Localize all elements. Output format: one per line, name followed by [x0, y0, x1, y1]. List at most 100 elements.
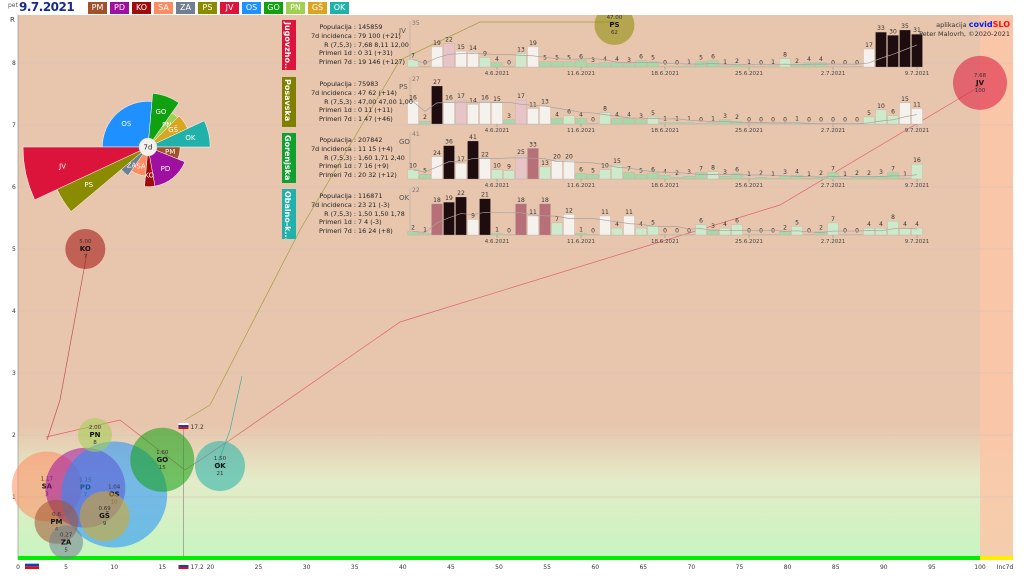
bar [707, 229, 719, 236]
pie-slice-ok[interactable] [147, 120, 211, 148]
bar [659, 175, 671, 180]
region-tab[interactable]: Gorenjska [282, 133, 296, 183]
legend-button-pn[interactable]: PN [286, 2, 305, 14]
legend-button-gs[interactable]: GŠ [308, 2, 327, 14]
bar [803, 234, 815, 236]
stat-label: Primeri 1d : [318, 162, 356, 171]
bubble-inc-value: 15 [159, 465, 166, 471]
x-tick-label: 85 [832, 564, 840, 571]
bubble-circle[interactable] [79, 491, 130, 542]
bar [743, 234, 755, 236]
pie-slice-ko[interactable] [144, 146, 156, 187]
bar-value-label: 4 [627, 111, 631, 118]
bubble-circle[interactable] [953, 55, 1007, 110]
bar [839, 234, 851, 236]
x-tick-label: 90 [880, 564, 888, 571]
bar-value-label: 10 [877, 103, 885, 110]
bar [599, 62, 611, 68]
stat-value: 0 31 (+31) [358, 49, 393, 58]
bar [587, 174, 599, 180]
legend-button-za[interactable]: ZA [176, 2, 195, 14]
bar [743, 123, 755, 125]
bar [539, 203, 551, 236]
bar-region-label: JV [398, 27, 406, 35]
date-label: 11.6.2021 [567, 183, 595, 189]
bar [695, 172, 707, 180]
bar [875, 227, 887, 236]
legend-button-ko[interactable]: KO [132, 2, 151, 14]
bar-value-label: 4 [915, 221, 919, 228]
bar-value-label: 1 [771, 171, 775, 178]
y-tick-label: 3 [12, 370, 16, 377]
bubble-r-value: 1.60 [156, 450, 169, 456]
bar-value-label: 20 [565, 153, 573, 160]
pie-slice-label: OK [185, 134, 196, 142]
bar-value-label: 7 [555, 216, 559, 223]
bubble-circle[interactable] [65, 229, 106, 269]
legend-button-go[interactable]: GO [264, 2, 283, 14]
legend-button-sa[interactable]: SA [154, 2, 173, 14]
bubble-region-label: KO [80, 245, 91, 253]
pie-slice-jv[interactable] [22, 146, 149, 201]
rolling-average-line [412, 44, 918, 66]
bar-value-label: 7 [831, 166, 835, 173]
bubble-circle[interactable] [77, 418, 112, 452]
stat-value: 207842 [358, 136, 383, 144]
bar-value-label: 15 [457, 44, 465, 51]
pie-slice-label: PD [161, 165, 171, 173]
bar [887, 35, 899, 68]
legend-button-jv[interactable]: JV [220, 2, 239, 14]
region-tab[interactable]: Posavska [282, 77, 296, 127]
legend-button-ok[interactable]: OK [330, 2, 349, 14]
bar-value-label: 1 [687, 59, 691, 66]
bar [815, 62, 827, 68]
bar-value-label: 1 [423, 226, 427, 233]
date-label: 4.6.2021 [485, 183, 510, 189]
bar [791, 64, 803, 68]
bar-value-label: 0 [591, 228, 595, 235]
bar-value-label: 18 [541, 197, 549, 204]
legend-button-pm[interactable]: PM [88, 2, 107, 14]
pie-slice-go[interactable] [147, 93, 180, 148]
legend-button-ps[interactable]: PS [198, 2, 217, 14]
region-tab[interactable]: Jugovzho... [282, 20, 296, 70]
bubble-inc-value: 100 [975, 88, 986, 94]
stat-value: 1,60 1,71 2,40 [358, 153, 405, 162]
bar [623, 63, 635, 68]
bar-value-label: 0 [759, 117, 763, 124]
bar [779, 123, 791, 125]
bar [683, 122, 695, 125]
y-tick-label: 8 [12, 60, 16, 67]
region-tab[interactable]: Obalno-k... [282, 189, 296, 239]
bubble-circle[interactable] [594, 5, 635, 45]
rolling-average-line [412, 157, 918, 178]
bar-value-label: 15 [493, 96, 501, 103]
legend-button-pd[interactable]: PD [110, 2, 129, 14]
bubble-circle[interactable] [49, 525, 84, 560]
bubble-circle[interactable] [130, 427, 195, 492]
bar [647, 173, 659, 180]
bar-value-label: 1 [843, 171, 847, 178]
stat-row: Primeri 1d : 0 11 (+11) [298, 106, 413, 115]
pie-slice-os[interactable] [102, 101, 153, 148]
legend-button-os[interactable]: OS [242, 2, 261, 14]
bubble-r-value: 0.6 [52, 512, 61, 518]
bar [623, 215, 635, 236]
bar [455, 163, 467, 180]
stat-label: R (7,5,3) : [324, 209, 356, 218]
bar-value-label: 3 [879, 169, 883, 176]
bubble-circle[interactable] [195, 441, 246, 491]
bubble-region-label: ZA [61, 538, 72, 546]
